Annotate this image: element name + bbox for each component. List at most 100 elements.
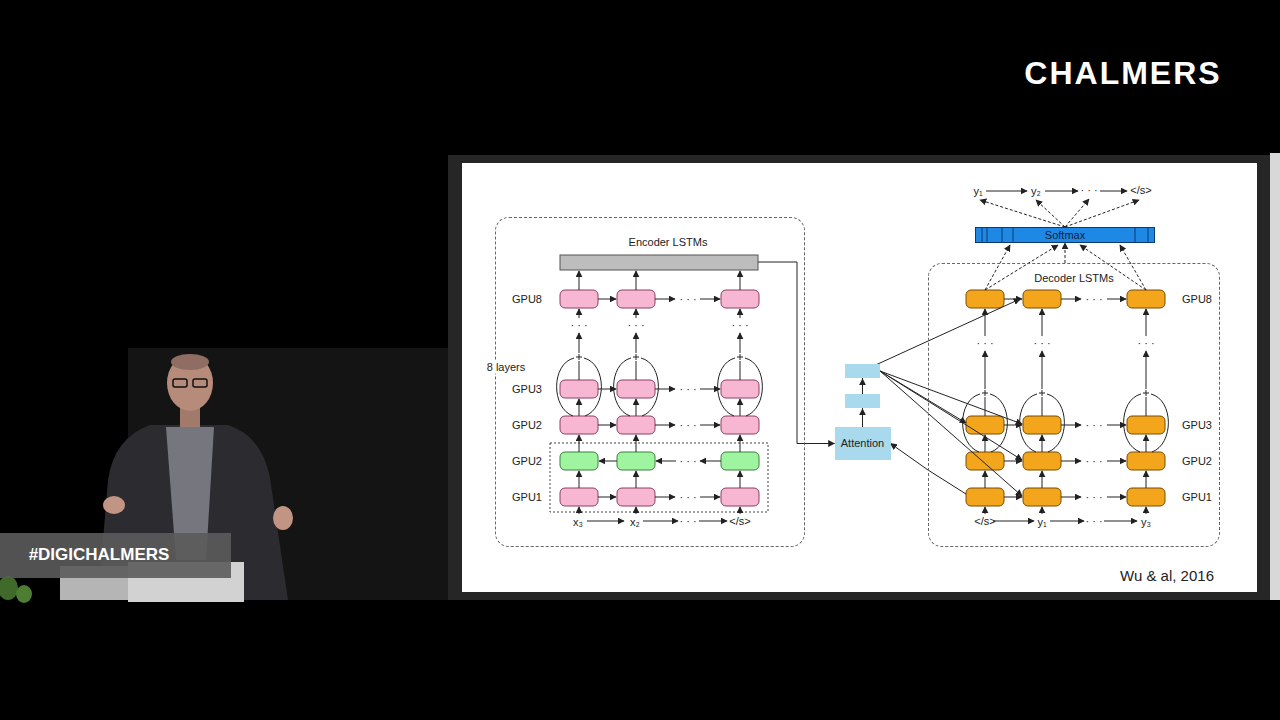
wire-line	[636, 361, 637, 380]
arrow-line	[740, 271, 741, 290]
arrow-line	[993, 521, 1034, 522]
slide	[462, 163, 1257, 592]
arrow-line	[643, 521, 678, 522]
ellipsis: · · ·	[976, 337, 993, 350]
lstm-cell-pink	[721, 488, 759, 506]
arrow-line	[656, 461, 676, 462]
arrow-line	[1050, 521, 1084, 522]
arrow-line	[655, 425, 675, 426]
arrow-line	[636, 309, 637, 318]
arrow-line	[985, 245, 1010, 290]
sum-symbol	[1039, 390, 1045, 396]
lstm-cell-pink	[560, 416, 598, 434]
lstm-cell-pink	[617, 380, 655, 398]
sum-symbol	[1143, 390, 1149, 396]
wire-line	[740, 361, 741, 380]
lstm-cell-pink	[617, 290, 655, 308]
arrow-line	[1146, 471, 1147, 488]
arrow-line	[1061, 497, 1081, 498]
plant	[0, 576, 18, 600]
arrow-line	[579, 309, 580, 318]
attention-box: Attention	[835, 427, 891, 460]
encoder-output-bar	[560, 255, 758, 270]
lstm-cell-pink	[560, 488, 598, 506]
residual-curve	[1047, 394, 1064, 452]
arrow-line	[880, 371, 1022, 460]
ellipsis: · · ·	[679, 491, 696, 504]
ellipsis: · · ·	[1085, 491, 1102, 504]
input-token: y₁	[1037, 516, 1046, 529]
connector-arrow	[891, 444, 929, 471]
arrow-line	[598, 425, 616, 426]
lstm-cell-orange	[966, 452, 1004, 470]
stripe	[987, 227, 988, 243]
arrow-line	[1104, 521, 1137, 522]
arrow-line	[579, 399, 580, 416]
arrow-line	[1042, 351, 1043, 389]
lstm-cell-orange	[1127, 452, 1165, 470]
stripe	[1002, 227, 1003, 243]
wire-line	[579, 361, 580, 380]
arrow-line	[985, 471, 986, 488]
wire-line	[985, 397, 986, 416]
sum-symbol	[982, 390, 988, 396]
lstm-cell-pink	[560, 290, 598, 308]
connector-arrow	[1065, 243, 1066, 263]
context-vector	[845, 394, 880, 408]
ellipsis: · · ·	[1080, 184, 1097, 197]
lstm-cell-orange	[966, 416, 1004, 434]
arrow-line	[740, 333, 741, 353]
lstm-cell-green	[560, 452, 598, 470]
arrow-line	[1146, 507, 1147, 514]
gpu-label: GPU3	[1182, 419, 1212, 432]
ellipsis: · · ·	[627, 319, 644, 332]
arrow-line	[599, 461, 617, 462]
residual-curve	[557, 358, 574, 416]
arrow-line	[985, 507, 986, 514]
arrow-line	[700, 497, 720, 498]
hashtag-banner	[0, 533, 231, 578]
stripe	[1013, 227, 1014, 243]
wire-line	[928, 470, 966, 494]
arrow-line	[699, 521, 727, 522]
lstm-cell-orange	[1023, 452, 1061, 470]
arrow-line	[636, 399, 637, 416]
arrow-line	[1004, 497, 1022, 498]
arrow-line	[636, 471, 637, 488]
arrow-line	[986, 191, 1027, 192]
arrow-line	[740, 399, 741, 416]
lstm-cell-orange	[1127, 488, 1165, 506]
sum-symbol	[633, 354, 639, 360]
logo-wordmark: CHALMERS	[1024, 55, 1221, 92]
stripe	[982, 227, 983, 243]
citation: Wu & al, 2016	[1120, 567, 1214, 584]
wire-line	[1146, 397, 1147, 416]
ellipsis: · · ·	[1085, 293, 1102, 306]
gpu-label: GPU2	[512, 455, 542, 468]
lstm-cell-pink	[721, 290, 759, 308]
ellipsis: · · ·	[1033, 337, 1050, 350]
lstm-cell-pink	[560, 380, 598, 398]
ellipsis: · · ·	[679, 515, 696, 528]
arrow-line	[740, 471, 741, 488]
group-title: Encoder LSTMs	[629, 236, 708, 249]
arrow-line	[636, 435, 637, 452]
arrow-line	[700, 425, 720, 426]
residual-curve	[718, 358, 735, 416]
arrow-line	[1146, 435, 1147, 452]
ellipsis: · · ·	[679, 383, 696, 396]
ellipsis: · · ·	[679, 455, 696, 468]
bidirectional-bracket	[550, 443, 768, 512]
context-vector	[845, 364, 880, 378]
gpu-label: GPU3	[512, 383, 542, 396]
residual-curve	[1124, 394, 1141, 452]
input-token: </s>	[729, 515, 750, 528]
lstm-cell-green	[617, 452, 655, 470]
sum-symbol	[737, 354, 743, 360]
arrow-line	[880, 371, 1022, 496]
input-token: y₃	[1141, 516, 1151, 529]
output-token: y₁	[973, 185, 982, 198]
speaker-hair	[171, 354, 209, 370]
